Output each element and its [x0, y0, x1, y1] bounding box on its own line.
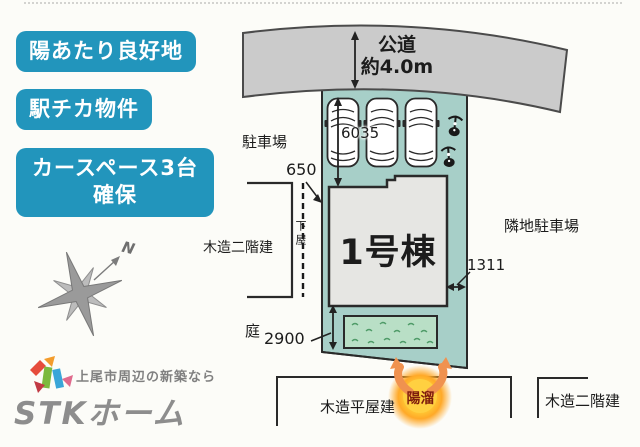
label-parking-west: 駐車場	[242, 133, 288, 151]
car-icon	[401, 97, 441, 168]
dimension-label-1311: 1311	[467, 256, 506, 274]
label-neighbor-east: 隣地駐車場	[504, 217, 580, 235]
logo-tagline: 上尾市周辺の新築なら	[76, 370, 217, 385]
building-footprint	[327, 174, 449, 308]
label-neighbor-south: 木造平屋建	[320, 398, 396, 416]
label-lean-to: 下屋	[294, 220, 307, 248]
road-name: 公道	[377, 34, 416, 56]
sun-core	[403, 379, 437, 413]
neighbor-south-outline	[276, 376, 512, 426]
dimension-arrow-6035	[334, 97, 342, 187]
label-neighbor-west: 木造二階建	[203, 240, 273, 256]
building-name: 1号棟	[339, 233, 437, 273]
leader-line-2900	[310, 332, 332, 342]
leader-line-650	[305, 181, 322, 203]
promo-badge-car-space: カースペース3台 確保	[16, 148, 214, 217]
dimension-arrow-2900	[329, 305, 337, 350]
promo-badge-near-station: 駅チカ物件	[16, 89, 152, 131]
road-label: 公道 約4.0m	[352, 34, 442, 79]
road-shape	[242, 24, 569, 114]
dimension-label-2900: 2900	[264, 329, 305, 348]
sun-arrows-icon	[390, 357, 452, 396]
neighbor-southeast-outline	[537, 377, 588, 418]
label-neighbor-southeast: 木造二階建	[545, 392, 621, 410]
label-garden: 庭	[245, 322, 261, 340]
compass-rose-icon	[37, 251, 123, 337]
leader-line-1311	[456, 271, 471, 286]
dimension-arrow-road-width	[351, 31, 359, 89]
dimension-label-6035: 6035	[341, 124, 380, 142]
road-width: 約4.0m	[360, 56, 434, 79]
promo-badge-sunny: 陽あたり良好地	[16, 31, 196, 73]
logo-mark-icon	[30, 356, 73, 393]
neighbor-west-outline	[247, 181, 294, 299]
terrace-deck	[343, 315, 438, 349]
logo-name: STKホーム	[14, 396, 186, 432]
scan-edge-artifact	[24, 2, 622, 4]
label-sun-spot: 陽溜	[406, 391, 435, 407]
dimension-arrow-1311	[446, 283, 466, 291]
dimension-label-650: 650	[286, 160, 317, 179]
